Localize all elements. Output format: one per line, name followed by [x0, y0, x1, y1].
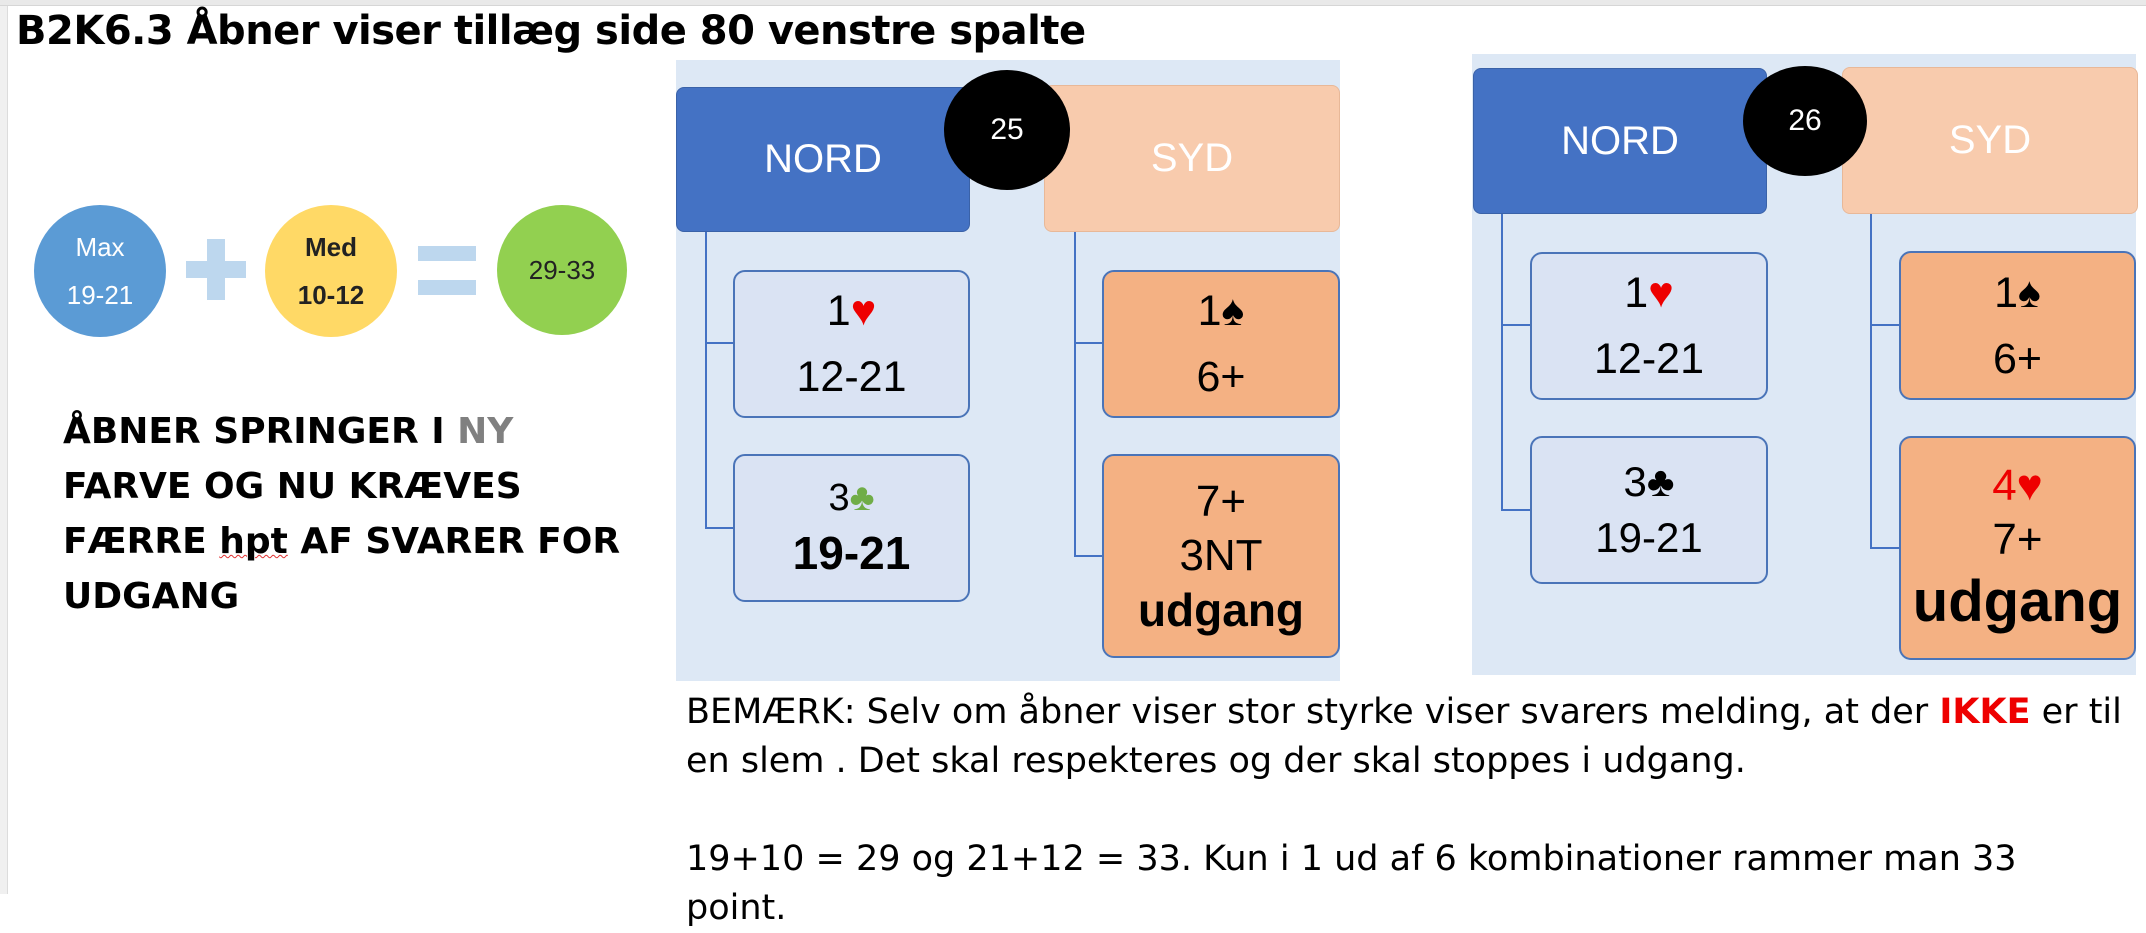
- connector: [705, 342, 735, 344]
- bid-points: 7+: [1992, 515, 2043, 564]
- connector: [1501, 324, 1531, 326]
- syd-header: SYD: [1044, 85, 1340, 232]
- bid-level: 1: [1197, 287, 1222, 335]
- max-circle: Max 19-21: [34, 205, 166, 337]
- page-title: B2K6.3 Åbner viser tillæg side 80 venstr…: [16, 8, 1086, 54]
- max-range: 19-21: [66, 280, 134, 310]
- spade-icon: ♠: [1221, 287, 1245, 335]
- med-range: 10-12: [297, 280, 365, 310]
- bid-points: 19-21: [792, 526, 911, 579]
- note-text-part: BEMÆRK: Selv om åbner viser stor styrke …: [686, 692, 1940, 732]
- bid-points: 19-21: [1595, 514, 1703, 561]
- left-text-line3: FÆRRE: [63, 521, 220, 562]
- bid-contract: 3NT: [1179, 531, 1263, 580]
- bid-points: 6+: [1992, 334, 2043, 383]
- window-left-edge: [0, 6, 8, 894]
- bid-level: 3: [828, 476, 850, 519]
- left-text-line3-end: AF SVARER FOR: [287, 521, 621, 562]
- equals-sign: [418, 246, 476, 261]
- left-text-line4: UDGANG: [63, 576, 240, 617]
- connector: [1074, 232, 1076, 557]
- syd-bid-card: 1♠ 6+: [1102, 270, 1340, 418]
- spade-icon: ♠: [2018, 268, 2041, 317]
- note-ikke: IKKE: [1939, 692, 2031, 732]
- left-text-hpt: hpt: [219, 521, 288, 562]
- left-text-line2: FARVE OG NU KRÆVES: [63, 466, 522, 507]
- connector: [1074, 555, 1104, 557]
- nord-header: NORD: [676, 87, 970, 232]
- bid-game: udgang: [1137, 584, 1305, 636]
- connector: [1501, 509, 1531, 511]
- sum-circle: 29-33: [497, 205, 627, 335]
- equals-sign-lower: [418, 280, 476, 295]
- max-label: Max: [75, 232, 125, 262]
- heart-icon: ♥: [1648, 269, 1674, 317]
- plus-sign-vertical: [207, 239, 225, 300]
- bid-points: 7+: [1195, 477, 1247, 526]
- nord-bid-card: 1♥ 12-21: [733, 270, 970, 418]
- bid-points: 12-21: [796, 353, 907, 401]
- connector: [705, 527, 735, 529]
- connector: [1870, 214, 1872, 548]
- club-icon: ♣: [849, 476, 875, 519]
- bid-level: 1: [1994, 268, 2019, 317]
- nord-rebid-card: 3♣ 19-21: [733, 454, 970, 602]
- nord-bid-card: 1♥ 12-21: [1530, 252, 1768, 400]
- connector: [1501, 214, 1503, 511]
- connector: [1870, 324, 1900, 326]
- note-text: BEMÆRK: Selv om åbner viser stor styrke …: [686, 688, 2126, 933]
- syd-header: SYD: [1842, 67, 2138, 214]
- syd-rebid-card: 4♥ 7+ udgang: [1899, 436, 2136, 660]
- bid-level: 3: [1623, 458, 1647, 505]
- bid-heart: 4♥: [1992, 461, 2043, 510]
- connector: [1074, 342, 1104, 344]
- syd-rebid-card: 7+ 3NT udgang: [1102, 454, 1340, 658]
- connector: [1870, 547, 1900, 549]
- diagram-number-badge: 25: [944, 70, 1070, 190]
- bid-points: 12-21: [1594, 335, 1704, 383]
- bid-level: 1: [1624, 269, 1649, 317]
- club-icon: ♣: [1646, 458, 1675, 505]
- sum-range: 29-33: [528, 254, 596, 285]
- note-text-part: er til en slem . Det skal respekteres og…: [686, 692, 2122, 781]
- left-text-ny: NY: [457, 411, 514, 452]
- med-circle: Med 10-12: [265, 205, 397, 337]
- bid-points: 6+: [1196, 353, 1246, 401]
- note-paragraph-2: 19+10 = 29 og 21+12 = 33. Kun i 1 ud af …: [686, 839, 2017, 928]
- connector: [705, 232, 707, 528]
- diagram-number-badge: 26: [1743, 66, 1867, 176]
- nord-rebid-card: 3♣ 19-21: [1530, 436, 1768, 584]
- syd-bid-card: 1♠ 6+: [1899, 251, 2136, 400]
- heart-icon: ♥: [850, 287, 877, 335]
- left-text: ÅBNER SPRINGER I NY FARVE OG NU KRÆVES F…: [63, 404, 623, 624]
- window-top-edge: [0, 0, 2146, 6]
- nord-header: NORD: [1473, 68, 1767, 214]
- bid-game: udgang: [1912, 569, 2123, 634]
- med-label: Med: [305, 232, 357, 262]
- note-paragraph-1: BEMÆRK: Selv om åbner viser stor styrke …: [686, 688, 2126, 786]
- left-text-line1: ÅBNER SPRINGER I: [63, 411, 458, 452]
- bid-level: 1: [826, 287, 851, 335]
